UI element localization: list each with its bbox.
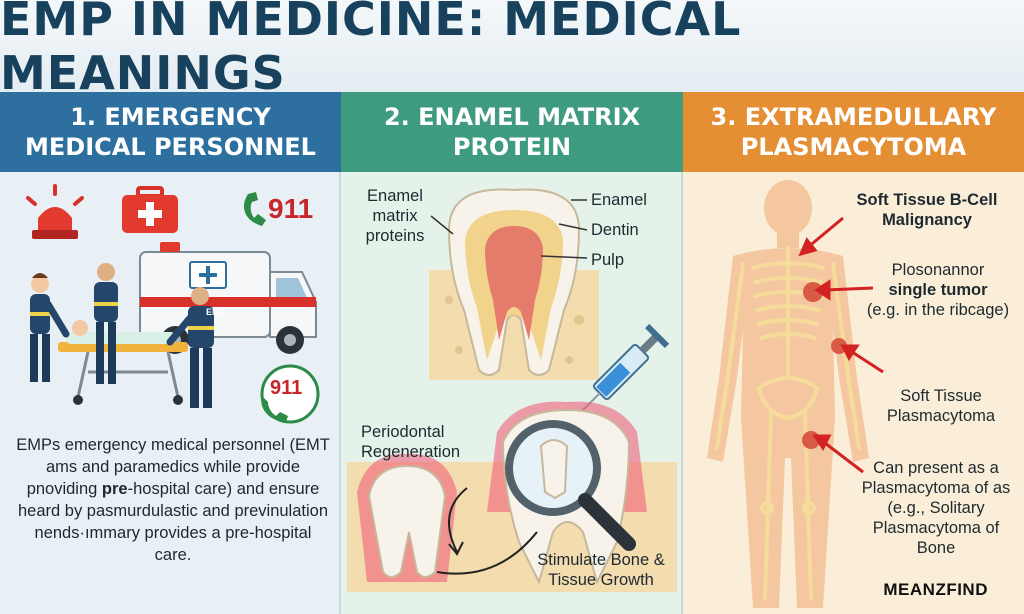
paramedics-icon <box>30 263 214 408</box>
label-b-cell-malignancy: Soft Tissue B-Cell Malignancy <box>856 191 998 229</box>
ambulance-text: EMT <box>206 307 225 317</box>
label-single-tumor: single tumor <box>888 281 988 299</box>
label-matrix-proteins: Enamel matrix proteins <box>365 187 425 245</box>
first-aid-kit-icon <box>122 186 178 233</box>
emp-description-bold: pre <box>101 480 128 498</box>
siren-icon <box>26 184 84 239</box>
heading-3-line1: 3. EXTRAMEDULLARY <box>710 103 997 131</box>
label-periodontal: Periodontal Regeneration <box>361 423 461 461</box>
label-stimulate: Stimulate Bone & Tissue Growth <box>537 551 665 589</box>
phone-badge-icon <box>260 364 320 424</box>
page-title: EMP IN MEDICINE: MEDICAL MEANINGS <box>0 0 742 100</box>
label-dentin: Dentin <box>591 221 639 239</box>
panel-plasmacytoma: Soft Tissue B-Cell Malignancy Plosonanno… <box>683 172 1024 614</box>
red-pointer-arrows <box>798 216 884 474</box>
human-body-icon <box>707 180 869 608</box>
panel-emergency-personnel: 911 <box>0 172 341 614</box>
title-banner: EMP IN MEDICINE: MEDICAL MEANINGS <box>0 0 1024 100</box>
phone-number-top: 911 <box>268 193 314 224</box>
label-enamel: Enamel <box>591 191 647 209</box>
label-pulp: Pulp <box>591 251 625 269</box>
heading-2-line1: 2. ENAMEL MATRIX <box>383 103 641 131</box>
heading-1-line2: MEDICAL PERSONNEL <box>25 133 316 161</box>
magnifier-icon <box>505 420 636 551</box>
emp-description-end: -hospital care) and ensure heard by pasm… <box>17 480 329 564</box>
label-ribcage: (e.g. in the ribcage) <box>866 301 1010 319</box>
column-heading-1: 1. EMERGENCY MEDICAL PERSONNEL <box>0 92 341 172</box>
column-heading-2: 2. ENAMEL MATRIX PROTEIN <box>341 92 683 172</box>
label-plosonannor-text: Plosonannor <box>891 261 985 279</box>
phone-number-bottom: 911 <box>270 377 303 399</box>
emp-description-start: EMPs emergency medical personnel (EMT am… <box>16 436 330 498</box>
panel-enamel-matrix: Enamel matrix proteins Enamel Dentin Pul… <box>341 172 683 614</box>
syringe-icon <box>575 323 670 418</box>
brand-watermark: MEANZFIND <box>883 580 988 599</box>
label-soft-tissue-plasmacytoma: Soft Tissue Plasmacytoma <box>886 387 996 425</box>
label-can-present: Can present as a Plasmacytoma of as (e.g… <box>861 459 1011 557</box>
column-heading-3: 3. EXTRAMEDULLARY PLASMACYTOMA <box>683 92 1024 172</box>
heading-2-line2: PROTEIN <box>452 133 572 161</box>
emp-description: EMPs emergency medical personnel (EMT am… <box>16 434 330 566</box>
heading-3-line2: PLASMACYTOMA <box>740 133 967 161</box>
tooth-pointer-lines <box>430 199 588 259</box>
label-plosonannor: Plosonannor single tumor (e.g. in the ri… <box>863 260 1013 320</box>
heading-1-line1: 1. EMERGENCY <box>70 103 271 131</box>
tooth-icon <box>429 188 599 380</box>
phone-icon <box>243 192 266 226</box>
